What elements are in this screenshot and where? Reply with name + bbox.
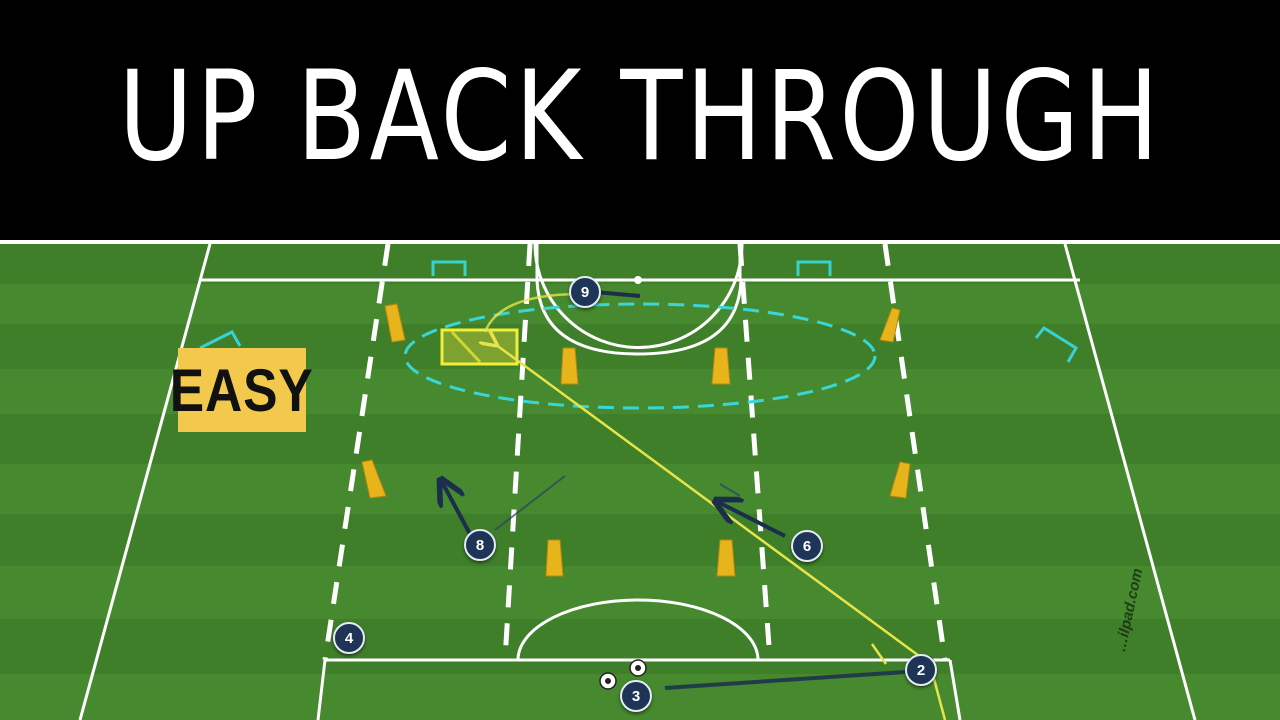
target-zone-icon <box>440 328 519 366</box>
channel-lines <box>322 244 948 661</box>
player-number: 2 <box>916 661 926 679</box>
player-9: 9 <box>569 276 601 308</box>
player-2: 2 <box>905 654 937 686</box>
pitch-diagram <box>0 244 1280 720</box>
player-6: 6 <box>791 530 823 562</box>
page-title: UP BACK THROUGH <box>118 45 1162 189</box>
difficulty-badge: EASY <box>170 348 313 432</box>
player-4: 4 <box>333 622 365 654</box>
player-number: 3 <box>631 687 641 705</box>
player-number: 4 <box>344 629 354 647</box>
mini-goal-icon <box>199 260 1079 363</box>
player-number: 8 <box>475 536 485 554</box>
mannequin-icon <box>361 303 911 577</box>
difficulty-label: EASY <box>170 356 314 424</box>
movement-arrows <box>442 290 906 690</box>
player-8: 8 <box>464 529 496 561</box>
player-number: 9 <box>580 283 590 301</box>
player-number: 6 <box>802 537 812 555</box>
title-divider <box>0 240 1280 244</box>
title-bar: UP BACK THROUGH <box>0 0 1280 240</box>
player-3: 3 <box>620 680 652 712</box>
target-zone-ellipse <box>403 302 877 410</box>
